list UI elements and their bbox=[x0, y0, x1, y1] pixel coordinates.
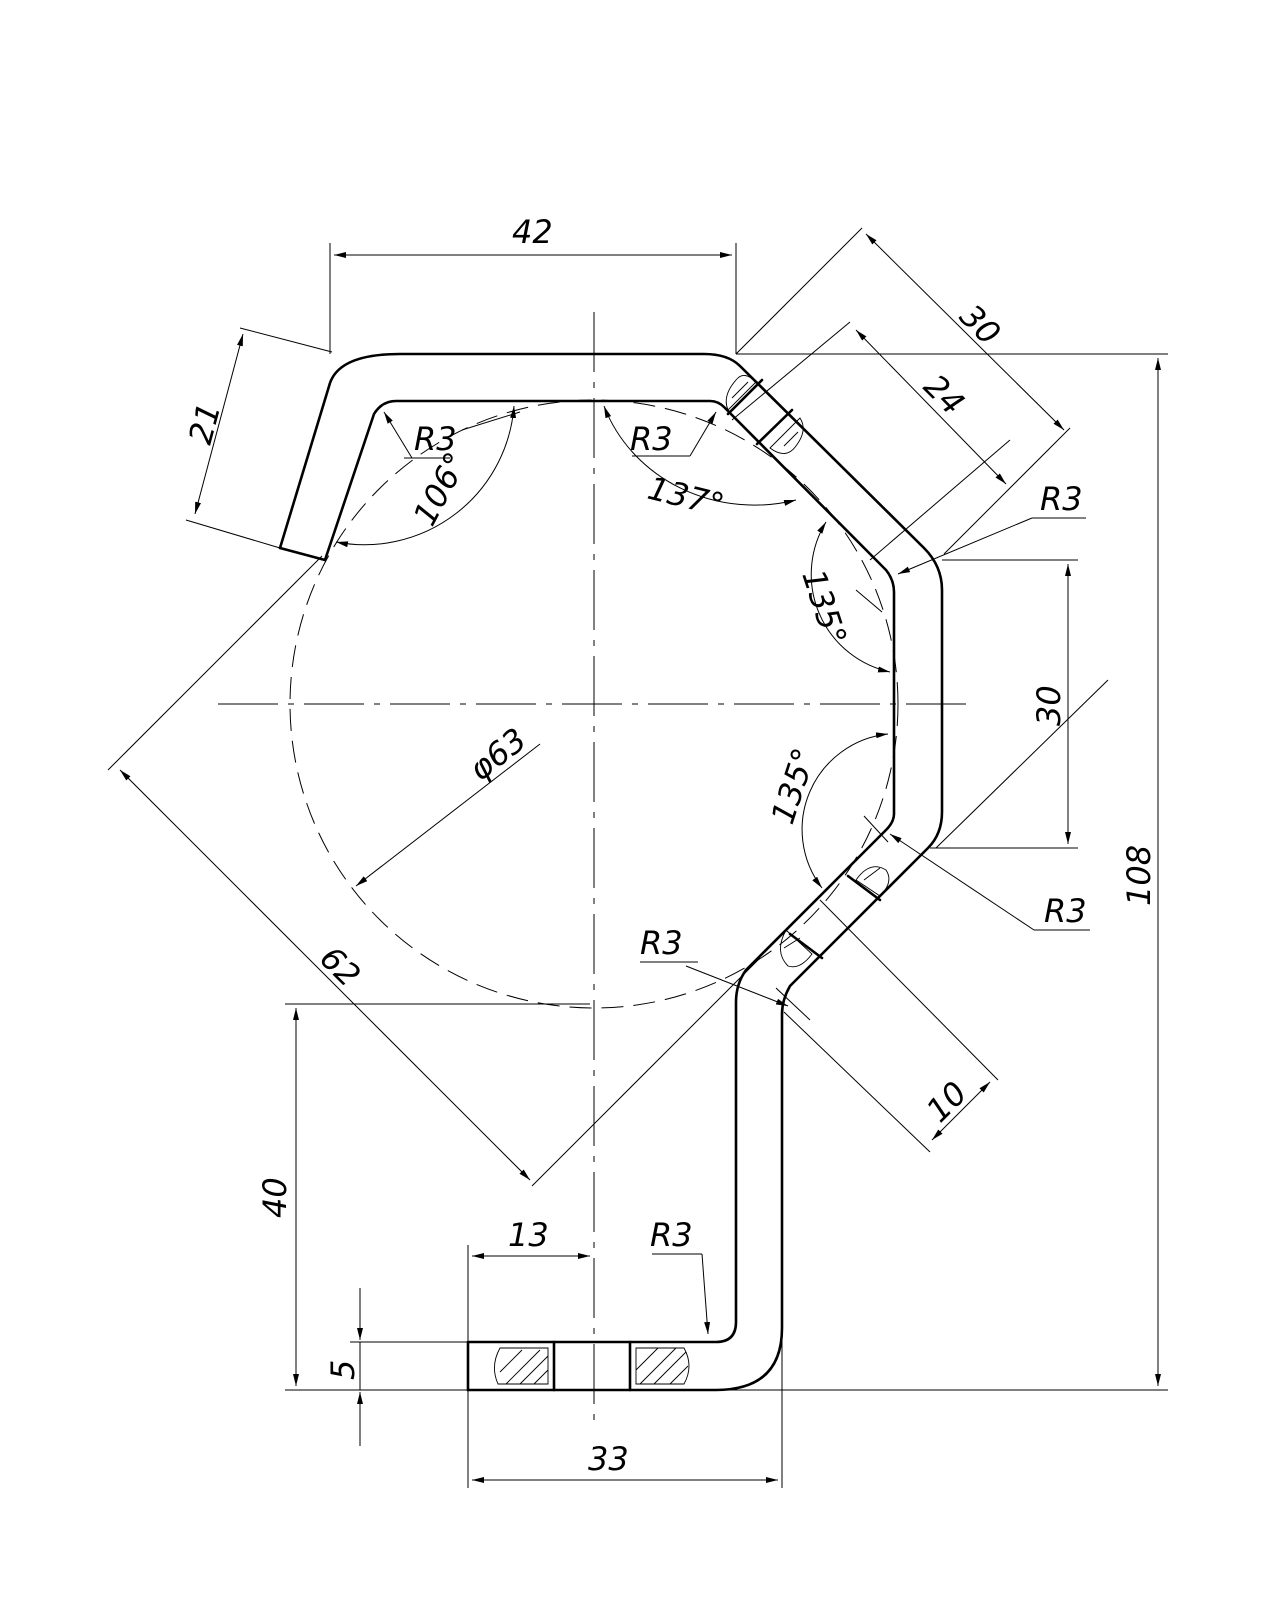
dim-phi63: φ63 bbox=[462, 720, 534, 788]
angle-135-top: 135° bbox=[794, 565, 854, 650]
dim-30-vertical: 30 bbox=[1030, 685, 1068, 726]
dim-62: 62 bbox=[312, 939, 368, 995]
dim-40: 40 bbox=[256, 1177, 294, 1218]
dimension-labels: 42 30 24 21 30 108 φ63 62 10 40 13 5 33 … bbox=[181, 213, 1158, 1478]
inner-profile bbox=[323, 399, 896, 1344]
phi63-hidden-circle bbox=[289, 399, 899, 1009]
angle-135-bottom: 135° bbox=[763, 743, 823, 828]
radius-label-top-mid: R3 bbox=[630, 420, 673, 458]
dim-21: 21 bbox=[181, 399, 228, 448]
radius-label-right-top: R3 bbox=[1040, 480, 1083, 518]
part-profile bbox=[278, 352, 944, 1392]
angle-137: 137° bbox=[644, 469, 728, 525]
top-hole-right bbox=[755, 408, 794, 446]
dim-5: 5 bbox=[324, 1360, 362, 1380]
radius-label-bottom: R3 bbox=[650, 1216, 693, 1254]
dim-13: 13 bbox=[508, 1216, 549, 1254]
dim-10: 10 bbox=[919, 1074, 975, 1130]
dim-42: 42 bbox=[512, 213, 553, 251]
lower-hole-lower bbox=[788, 932, 824, 960]
dim-33: 33 bbox=[588, 1440, 629, 1478]
left-end-edge bbox=[278, 546, 327, 562]
radius-label-lower-bend: R3 bbox=[640, 924, 683, 962]
dim-24: 24 bbox=[916, 367, 972, 423]
dim-30-diagonal: 30 bbox=[952, 297, 1008, 353]
dim-108: 108 bbox=[1120, 845, 1158, 906]
dimension-geometry bbox=[107, 227, 1168, 1488]
center-lines bbox=[218, 312, 968, 1420]
outer-profile bbox=[278, 352, 944, 1392]
radius-label-top-left: R3 bbox=[414, 420, 457, 458]
angle-106: 106° bbox=[406, 446, 476, 532]
radius-label-right-bottom: R3 bbox=[1044, 892, 1087, 930]
